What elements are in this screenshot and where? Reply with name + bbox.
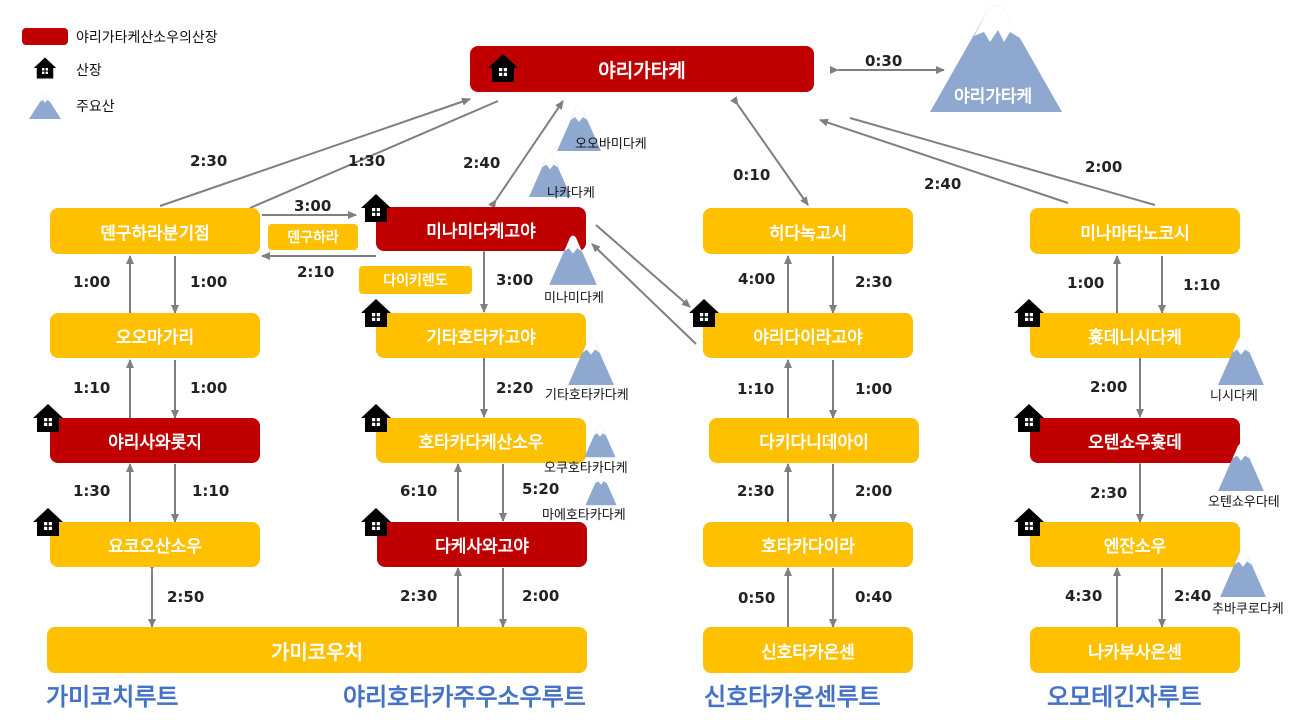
tag-tengu: 덴구하라	[268, 224, 358, 250]
node-hida[interactable]: 히다녹고시	[703, 208, 913, 254]
time-label: 1:00	[73, 273, 110, 291]
hut-icon	[360, 192, 392, 224]
time-label: 2:40	[924, 175, 961, 193]
time-label: 2:40	[463, 154, 500, 172]
time-label: 1:10	[737, 380, 774, 398]
mountain-label-minami: 미나미다케	[544, 287, 604, 306]
time-label: 2:00	[855, 482, 892, 500]
node-takidani[interactable]: 다키다니데아이	[709, 418, 919, 463]
time-label: 0:10	[733, 166, 770, 184]
route-label-shinhotaka: 신호타카온센루트	[704, 677, 881, 712]
time-label: 2:10	[297, 263, 334, 281]
mountain-icon	[577, 472, 625, 506]
time-label: 2:40	[1174, 587, 1211, 605]
time-label: 1:10	[73, 379, 110, 397]
mountain-icon	[1214, 548, 1272, 598]
node-kitahotaka[interactable]: 기타호타카고야	[376, 313, 586, 358]
time-label: 2:30	[400, 587, 437, 605]
time-label: 4:00	[738, 270, 775, 288]
time-label: 2:20	[496, 379, 533, 397]
time-label: 2:30	[855, 273, 892, 291]
route-label-kamikochi: 가미코치루트	[46, 677, 178, 712]
node-hotakadaira[interactable]: 호타카다이라	[703, 522, 913, 567]
time-label: 6:10	[400, 482, 437, 500]
legend-route-hut-swatch	[22, 28, 68, 45]
time-label: 2:30	[190, 152, 227, 170]
mountain-label-oten: 오텐쇼우다테	[1208, 491, 1280, 510]
hut-icon	[32, 402, 64, 434]
node-takesawa[interactable]: 다케사와고야	[377, 522, 587, 567]
hut-icon	[1013, 297, 1045, 329]
mountain-icon	[1212, 442, 1270, 492]
hut-icon	[32, 506, 64, 538]
hut-icon	[1013, 506, 1045, 538]
hut-icon	[1013, 402, 1045, 434]
time-label: 3:00	[294, 197, 331, 215]
mountain-label-naka: 나카다케	[547, 182, 595, 201]
node-enzan[interactable]: 엔잔소우	[1030, 522, 1240, 567]
time-label: 1:00	[190, 379, 227, 397]
node-oomagari[interactable]: 오오마가리	[50, 313, 260, 358]
time-label: 5:20	[522, 480, 559, 498]
time-label: 1:10	[192, 482, 229, 500]
route-label-omote: 오모테긴자루트	[1047, 677, 1202, 712]
legend-hut-label: 산장	[76, 60, 102, 80]
node-kamikochi[interactable]: 가미코우치	[47, 627, 587, 673]
mountain-label-tsubakuro: 추바쿠로다케	[1212, 598, 1284, 617]
hut-icon	[360, 402, 392, 434]
time-label: 2:00	[1090, 378, 1127, 396]
mountain-icon	[1212, 336, 1270, 386]
mountain-label-kitahotaka: 기타호타카다케	[545, 384, 629, 403]
legend-mountain-icon	[28, 92, 62, 120]
node-tengu[interactable]: 덴구하라분기점	[50, 208, 260, 254]
legend-hut-icon	[33, 56, 57, 80]
mountain-icon	[563, 336, 619, 386]
time-label: 2:30	[737, 482, 774, 500]
mountain-label-maehotaka: 마에호타카다케	[542, 504, 626, 523]
time-label: 2:00	[522, 587, 559, 605]
time-label: 1:30	[73, 482, 110, 500]
mountain-label-nishi: 니시다케	[1210, 385, 1258, 404]
time-label: 2:30	[1090, 484, 1127, 502]
node-yarisawa[interactable]: 야리사와롯지	[50, 418, 260, 463]
node-yaridaira[interactable]: 야리다이라고야	[703, 313, 913, 358]
legend-mountain-label: 주요산	[76, 96, 115, 116]
yarigatake-mountain-label: 야리가타케	[954, 82, 1032, 107]
time-label: 1:30	[348, 152, 385, 170]
node-yarigatake[interactable]: 야리가타케	[470, 46, 814, 92]
time-label: 2:00	[1085, 158, 1122, 176]
legend-route-hut-label: 야리가타케산소우의산장	[76, 27, 218, 47]
node-hyutte[interactable]: 흇데니시다케	[1030, 313, 1240, 358]
node-nakabusa[interactable]: 나카부사온센	[1030, 627, 1240, 673]
hut-icon	[360, 506, 392, 538]
tag-daikiretto: 다이키렌도	[359, 266, 472, 294]
time-label: 1:00	[855, 380, 892, 398]
node-minamata[interactable]: 미나마타노코시	[1030, 208, 1240, 254]
mountain-label-okuhotaka: 오쿠호타카다케	[544, 457, 628, 476]
hut-icon	[360, 297, 392, 329]
time-label: 0:30	[865, 52, 902, 70]
time-label: 0:50	[738, 589, 775, 607]
time-label: 0:40	[855, 588, 892, 606]
time-label: 4:30	[1065, 587, 1102, 605]
node-yoko[interactable]: 요코오산소우	[50, 522, 260, 567]
mountain-label-oobami: 오오바미다케	[575, 133, 647, 152]
route-label-yarihotaka: 야리호타카주우소우루트	[343, 677, 586, 712]
mountain-icon	[545, 234, 601, 286]
time-label: 1:10	[1183, 276, 1220, 294]
time-label: 1:00	[190, 273, 227, 291]
hut-icon	[688, 297, 720, 329]
mountain-icon	[574, 424, 626, 458]
time-label: 3:00	[496, 271, 533, 289]
node-oten[interactable]: 오텐쇼우흇데	[1030, 418, 1240, 463]
time-label: 2:50	[167, 588, 204, 606]
node-shinhotaka[interactable]: 신호타카온센	[703, 627, 913, 673]
hut-icon	[487, 52, 519, 84]
time-label: 1:00	[1067, 274, 1104, 292]
